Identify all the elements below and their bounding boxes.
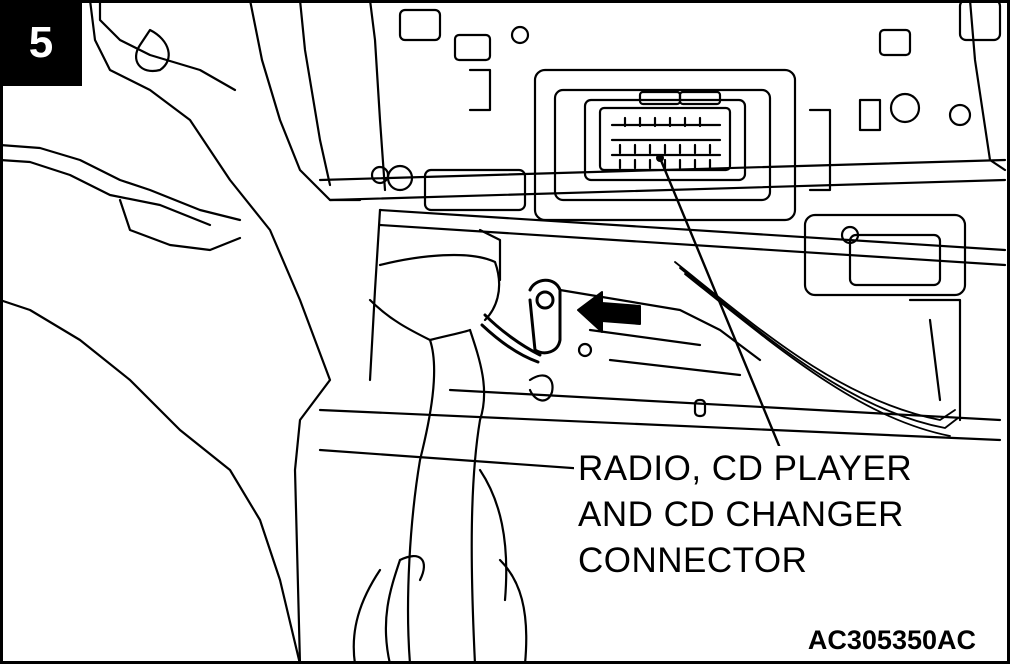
radio-connector-housing	[533, 68, 797, 222]
wiring-harness	[352, 253, 554, 664]
disconnected-connector	[480, 278, 562, 364]
direction-arrow-icon	[577, 291, 641, 333]
step-number-badge: 5	[0, 0, 82, 86]
radio-opening	[318, 208, 1007, 472]
panel-details	[370, 0, 1002, 418]
callout-line-2: AND CD CHANGER	[578, 495, 904, 534]
callout-line-1: RADIO, CD PLAYER	[578, 449, 913, 488]
callout-leader-line	[658, 156, 782, 450]
connector-callout: RADIO, CD PLAYER AND CD CHANGER CONNECTO…	[574, 446, 1010, 584]
figure-code: AC305350AC	[803, 625, 980, 656]
callout-leader-dot	[656, 154, 664, 162]
callout-line-3: CONNECTOR	[578, 541, 808, 580]
